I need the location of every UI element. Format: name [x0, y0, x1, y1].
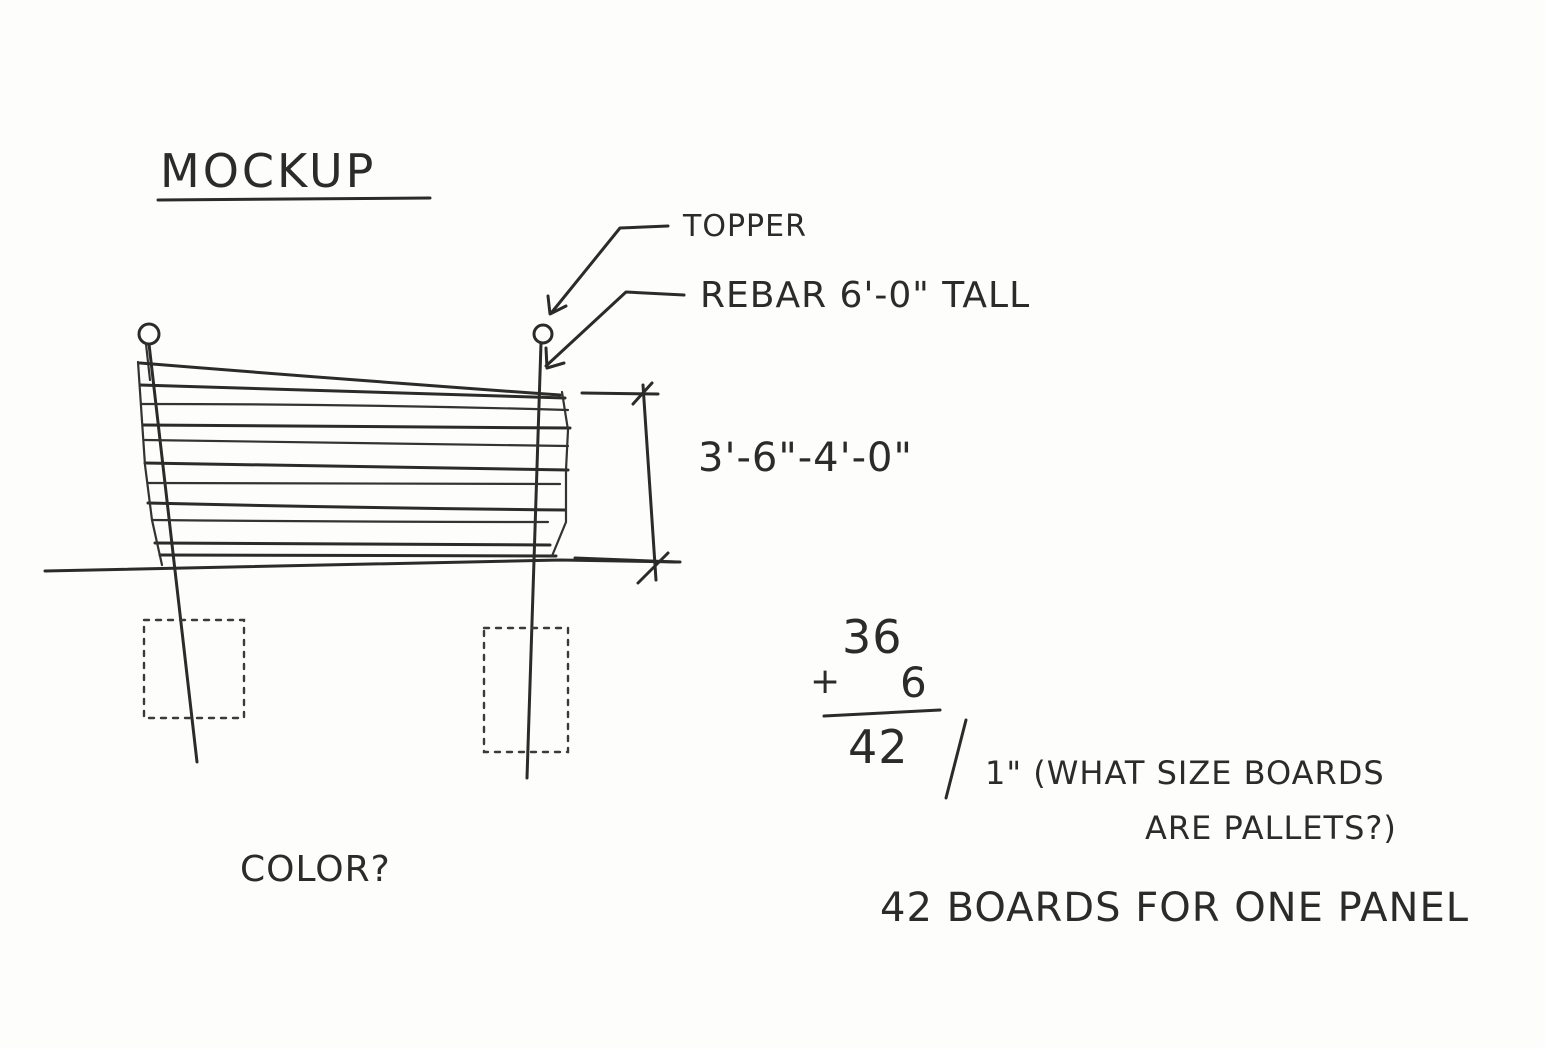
color-question: COLOR? — [240, 849, 391, 890]
calc-result: 42 — [848, 720, 909, 774]
ground-line — [43, 558, 682, 573]
left-rebar-post — [137, 322, 199, 764]
boards-conclusion: 42 BOARDS FOR ONE PANEL — [880, 885, 1469, 931]
pallet-board-stack — [136, 360, 572, 567]
calc-operator: + — [810, 661, 842, 702]
right-rebar-post — [525, 323, 554, 780]
page-title: MOCKUP — [160, 144, 377, 198]
rebar-callout-label: REBAR 6'-0" TALL — [700, 275, 1031, 316]
height-dimension-label: 3'-6"-4'-0" — [698, 435, 913, 481]
rebar-leader — [544, 290, 686, 370]
sum-bar — [822, 708, 942, 718]
calc-operand-bottom: 6 — [900, 658, 928, 707]
calc-divisor-note-line2: ARE PALLETS?) — [1145, 809, 1397, 847]
title-underline — [156, 196, 432, 202]
right-footing — [482, 626, 570, 754]
division-slash — [944, 718, 968, 800]
topper-callout-label: TOPPER — [683, 209, 807, 244]
topper-leader — [546, 224, 670, 316]
left-footing — [142, 618, 246, 720]
calc-divisor-note-line1: 1" (WHAT SIZE BOARDS — [985, 754, 1385, 792]
height-dimension-line — [573, 381, 678, 585]
calc-operand-top: 36 — [842, 610, 903, 664]
